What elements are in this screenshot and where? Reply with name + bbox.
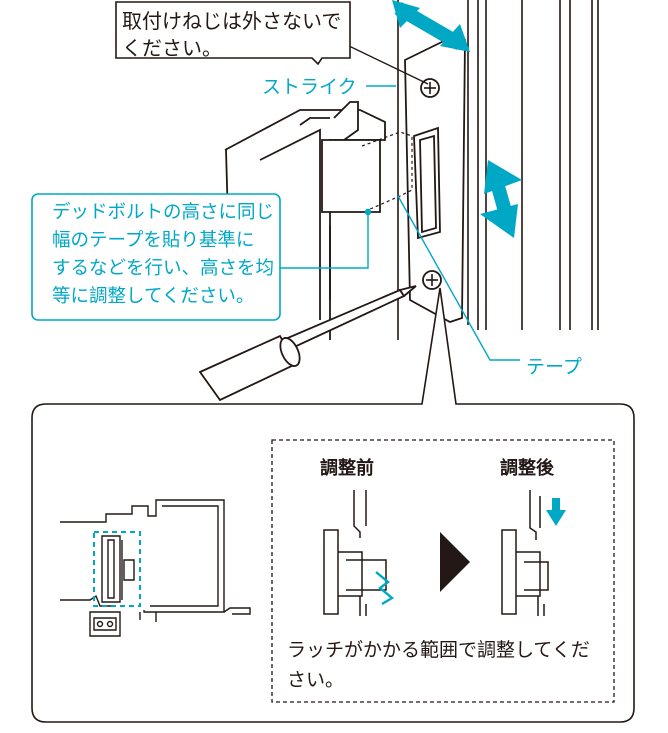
detail-panel	[31, 287, 635, 723]
door-frame	[397, 0, 599, 340]
after-detail-drawing	[501, 490, 549, 616]
cross-section-drawing	[60, 499, 251, 637]
screw-note-box	[115, 1, 351, 66]
down-arrow-icon	[546, 498, 566, 526]
next-arrow-icon	[440, 532, 470, 592]
tape-label: テープ	[526, 356, 582, 378]
tape-note-line-4: 等に調整してください。	[52, 286, 255, 307]
latch-hit-icon	[375, 571, 395, 606]
tape-note-box	[31, 193, 281, 321]
before-heading: 調整前	[320, 458, 374, 479]
strike-label: ストライク	[262, 76, 357, 98]
after-heading: 調整後	[500, 458, 554, 479]
adjust-dashed-frame	[271, 439, 615, 703]
screw-bottom-icon	[422, 270, 442, 290]
screw-note-line-2: ください。	[122, 36, 222, 60]
latch-note: ラッチがかかる範囲で調整してください。	[287, 639, 590, 691]
lock-body	[224, 101, 386, 340]
tape-note-line-2: 幅のテープを貼り基準に	[52, 230, 255, 251]
tape-note: デッドボルトの高さに同じ 幅のテープを貼り基準に するなどを行い、高さを均 等に…	[52, 199, 274, 311]
tape-outline	[361, 131, 413, 211]
vertical-adjust-arrow-icon	[480, 160, 522, 238]
screw-note: 取付けねじは外さないで ください。	[122, 8, 341, 62]
before-detail-drawing	[323, 490, 387, 616]
tape-note-line-3: するなどを行い、高さを均	[52, 258, 275, 279]
strike-plate	[404, 37, 466, 323]
screw-note-line-1: 取付けねじは外さないで	[122, 9, 342, 33]
tape-note-line-1: デッドボルトの高さに同じ	[52, 202, 275, 223]
screwdriver	[198, 285, 417, 402]
horizontal-adjust-arrow-icon	[392, 0, 470, 52]
section-highlight-box	[93, 531, 141, 607]
